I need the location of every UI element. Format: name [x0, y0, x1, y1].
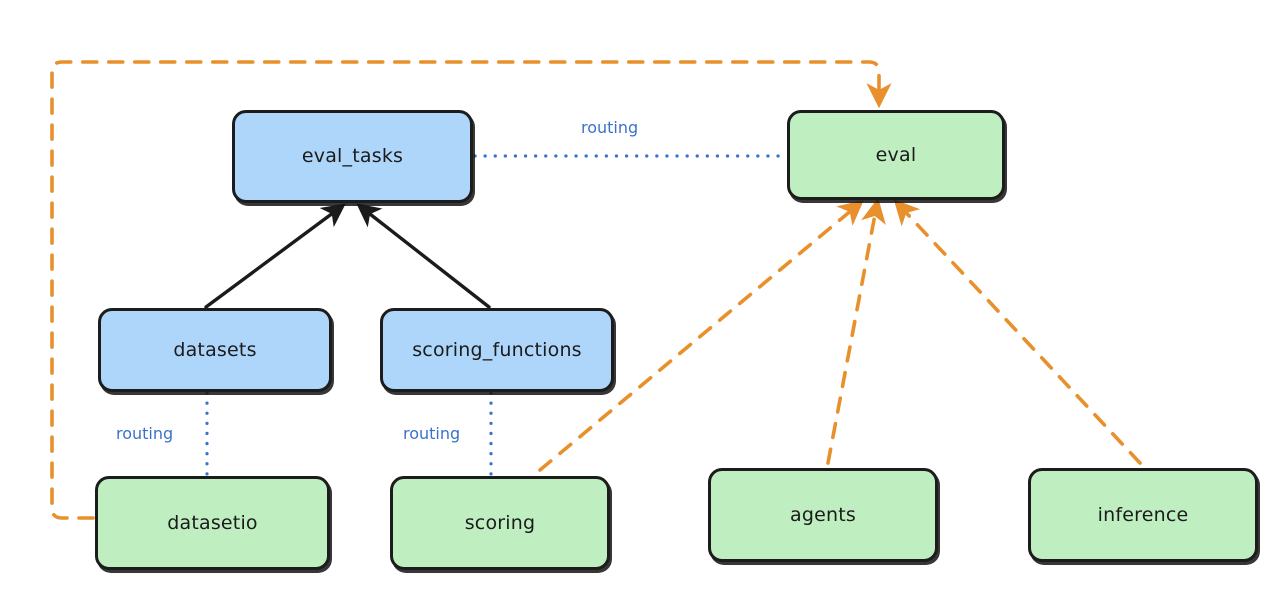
- node-label-eval-tasks: eval_tasks: [301, 145, 404, 168]
- node-label-inference: inference: [1097, 503, 1189, 526]
- node-eval[interactable]: eval: [787, 110, 1005, 200]
- edge-agents-to-eval-dependency: [826, 197, 886, 465]
- node-scoring[interactable]: scoring: [390, 476, 610, 570]
- node-scoring-functions[interactable]: scoring_functions: [380, 308, 614, 392]
- node-inference[interactable]: inference: [1028, 468, 1258, 562]
- edge-datasets-to-eval-tasks: [204, 203, 346, 309]
- node-label-datasets: datasets: [173, 338, 257, 361]
- node-datasetio[interactable]: datasetio: [95, 476, 330, 570]
- edge-scoring-functions-to-eval-tasks: [356, 203, 491, 309]
- node-label-scoring: scoring: [464, 511, 536, 534]
- node-label-scoring-functions: scoring_functions: [412, 338, 582, 361]
- node-label-eval: eval: [875, 143, 917, 166]
- edge-inference-to-eval-dependency: [893, 199, 1142, 465]
- node-label-agents: agents: [790, 503, 856, 526]
- edge-label-routing-scoring-functions-scoring: routing: [400, 424, 464, 443]
- edge-label-routing-eval-tasks-eval: routing: [578, 118, 642, 137]
- edge-label-routing-datasets-datasetio: routing: [113, 424, 177, 443]
- edge-datasetio-to-eval-dependency: [50, 60, 892, 520]
- node-eval-tasks[interactable]: eval_tasks: [232, 110, 473, 203]
- node-datasets[interactable]: datasets: [98, 308, 332, 392]
- node-agents[interactable]: agents: [708, 468, 938, 562]
- edge-scoring-to-eval-dependency: [538, 199, 864, 472]
- node-label-datasetio: datasetio: [167, 511, 258, 534]
